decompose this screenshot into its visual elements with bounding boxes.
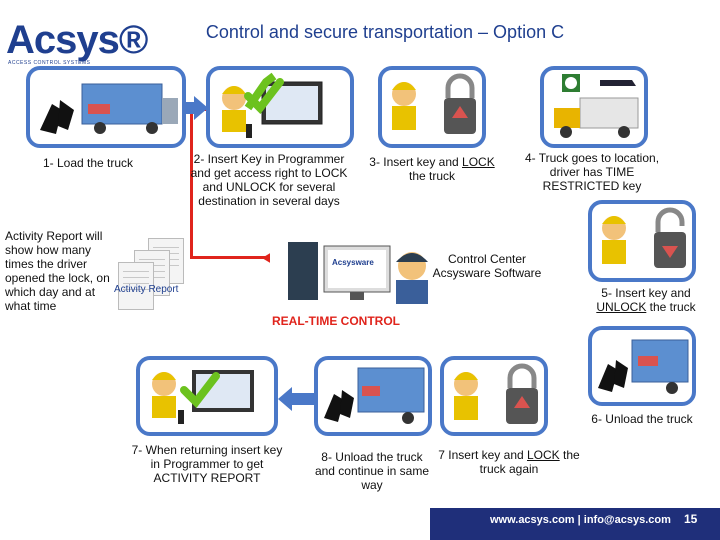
activity-note: Activity Report will show how many times… bbox=[5, 229, 110, 313]
worker-padlock-unlock-illustration bbox=[602, 207, 686, 268]
check-icon-return bbox=[180, 372, 220, 413]
panel-lock bbox=[378, 66, 486, 148]
step-3-text-a: 3- Insert key and bbox=[369, 155, 463, 169]
step-5-text-a: 5- Insert key and bbox=[601, 286, 691, 300]
step-5-text-b: the truck bbox=[646, 300, 696, 314]
panel-load-truck bbox=[26, 66, 186, 148]
logo-text: Acsys® bbox=[6, 18, 148, 62]
step-7b-text-a: 7 Insert key and bbox=[438, 448, 527, 462]
panel-transport bbox=[540, 66, 648, 148]
step-3-caption: 3- Insert key and LOCK the truck bbox=[364, 155, 500, 183]
step-3-lock: LOCK bbox=[462, 155, 495, 169]
step-8-caption: 8- Unload the truck and continue in same… bbox=[314, 450, 430, 492]
report-document-front bbox=[118, 262, 154, 310]
flow-arrow-1 bbox=[194, 96, 208, 120]
step-5-caption: 5- Insert key and UNLOCK the truck bbox=[584, 286, 708, 314]
truck-transport-illustration bbox=[554, 74, 639, 138]
red-connector-vertical bbox=[190, 108, 193, 258]
truck-loading-illustration bbox=[40, 83, 178, 134]
activity-report-label: Activity Report bbox=[114, 284, 179, 295]
step-1-caption: 1- Load the truck bbox=[42, 156, 134, 170]
footer-contact: www.acsys.com | info@acsys.com bbox=[490, 514, 671, 526]
flow-arrow-bottom-body bbox=[292, 393, 314, 405]
control-center-label: Control Center Acsysware Software bbox=[432, 252, 542, 280]
step-7b-lock: LOCK bbox=[527, 448, 560, 462]
truck-unload-continue-illustration bbox=[324, 367, 425, 424]
panel-unlock bbox=[588, 200, 696, 282]
red-arrow-icon bbox=[262, 252, 272, 264]
acsys-logo: Acsys® ACCESS CONTROL SYSTEMS bbox=[6, 18, 156, 78]
realtime-control-label: REAL-TIME CONTROL bbox=[272, 314, 400, 328]
panel-lock-again bbox=[440, 356, 548, 436]
flow-arrow-1-body bbox=[186, 102, 196, 114]
step-3-text-b: the truck bbox=[408, 169, 456, 183]
step-7b-text-b: the truck again bbox=[479, 448, 580, 476]
page-number: 15 bbox=[684, 512, 698, 526]
worker-padlock-lock-again-illustration bbox=[454, 363, 538, 424]
step-7b-caption: 7 Insert key and LOCK the truck again bbox=[438, 448, 580, 476]
panel-return-programmer bbox=[136, 356, 278, 436]
panel-unload-continue bbox=[314, 356, 432, 436]
check-icon bbox=[244, 78, 284, 119]
flow-arrow-bottom bbox=[278, 387, 292, 411]
truck-unloading-illustration bbox=[598, 339, 689, 394]
panel-unload bbox=[588, 326, 696, 406]
logo-subtext: ACCESS CONTROL SYSTEMS bbox=[8, 60, 91, 66]
footer-bar bbox=[430, 508, 720, 540]
page-title: Control and secure transportation – Opti… bbox=[205, 22, 565, 42]
worker-padlock-illustration bbox=[392, 73, 476, 134]
step-4-caption: 4- Truck goes to location, driver has TI… bbox=[524, 151, 660, 193]
step-6-caption: 6- Unload the truck bbox=[591, 412, 693, 426]
step-2-caption: 2- Insert Key in Programmer and get acce… bbox=[190, 152, 348, 208]
red-connector-to-center bbox=[190, 256, 270, 259]
screen-brand: Acsysware bbox=[332, 258, 374, 267]
panel-control-center bbox=[270, 232, 442, 308]
control-center-illustration bbox=[288, 242, 428, 304]
step-5-unlock: UNLOCK bbox=[596, 300, 647, 314]
step-7-caption: 7- When returning insert key in Programm… bbox=[131, 443, 283, 485]
